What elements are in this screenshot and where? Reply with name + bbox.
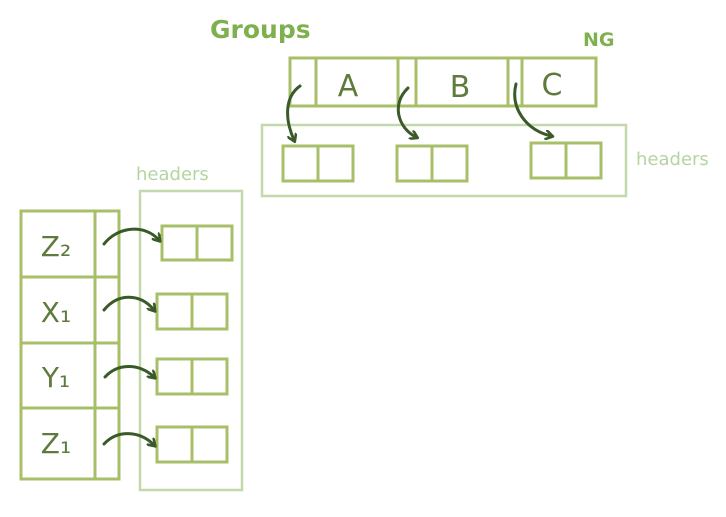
curved-arrow-icon [102, 295, 154, 310]
group-cell-a: A [338, 69, 359, 104]
curved-arrow-icon [102, 432, 154, 445]
left-headers-panel [138, 189, 244, 492]
ng-label: NG [583, 29, 615, 51]
groups-bar: A B C [288, 56, 598, 108]
curved-arrow-icon [102, 227, 159, 246]
top-headers-label: headers [636, 149, 709, 170]
row-label-y1: Y₁ [41, 361, 70, 394]
curved-arrow-icon [286, 84, 302, 140]
top-headers-panel [260, 123, 628, 198]
group-cell-c: C [542, 68, 563, 103]
row-label-x1: X₁ [41, 296, 71, 329]
curved-arrow-icon [396, 86, 416, 137]
row-label-z2: Z₂ [41, 230, 71, 263]
left-headers-label: headers [136, 164, 209, 185]
curved-arrow-icon [513, 82, 551, 136]
row-index-column: Z₂ X₁ Y₁ Z₁ [19, 209, 121, 481]
row-label-z1: Z₁ [41, 427, 71, 460]
groups-title: Groups [210, 15, 311, 44]
curved-arrow-icon [103, 365, 154, 378]
group-cell-b: B [450, 70, 471, 105]
